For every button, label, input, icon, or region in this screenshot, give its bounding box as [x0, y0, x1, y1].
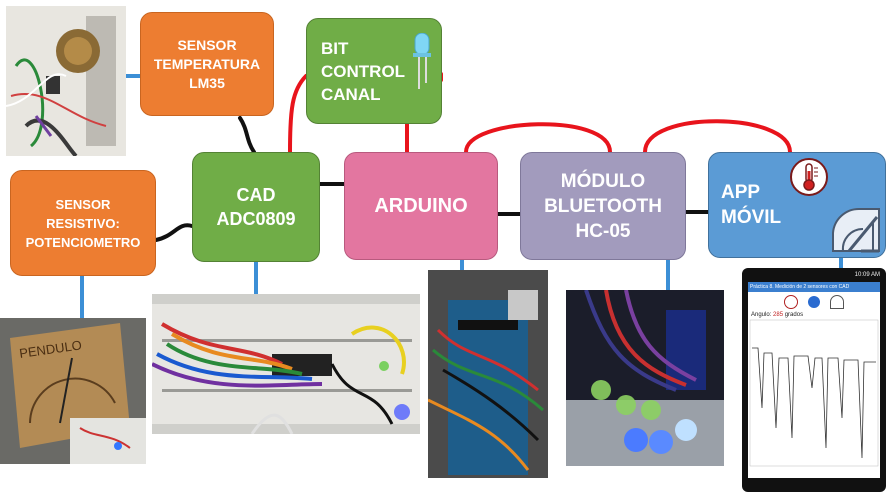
block-line: RESISTIVO: [46, 215, 120, 231]
photo-lm35-breadboard [6, 6, 126, 156]
photo-adc-breadboard [152, 294, 420, 434]
block-line: BIT [321, 38, 349, 58]
block-line: LM35 [189, 74, 225, 91]
wire-res-cad [154, 223, 194, 242]
block-modulo-bluetooth: MÓDULO BLUETOOTH HC-05 [520, 152, 686, 260]
phone-screenshot: 10:09 AM Práctica 8. Medición de 2 senso… [742, 268, 886, 492]
block-cad-adc0809: CAD ADC0809 [192, 152, 320, 262]
protractor-icon[interactable] [830, 295, 844, 309]
angle-readout: Angulo: 285 grados [748, 312, 880, 318]
angle-label: Angulo: [751, 312, 772, 318]
led-icon [413, 33, 431, 89]
wire-bit-cad [288, 74, 308, 154]
block-line: TEMPERATURA [153, 55, 261, 72]
protractor-icon [832, 207, 880, 253]
status-time: 10:09 AM [854, 272, 880, 278]
phone-screen: Práctica 8. Medición de 2 sensores con C… [748, 282, 880, 478]
block-line: CAD [236, 185, 276, 205]
block-app-movil: APP MÓVIL [708, 152, 886, 258]
block-line: MÓDULO [560, 170, 646, 192]
block-line: CONTROL [321, 61, 406, 81]
block-line: MÓVIL [721, 207, 782, 228]
photo-pendulum-potentiometer: PENDULO [0, 318, 146, 464]
photo-bluetooth-leds [566, 290, 724, 466]
phone-status-bar: 10:09 AM [748, 272, 880, 282]
wire-bt-app-red [643, 119, 792, 154]
block-arduino: ARDUINO [344, 152, 498, 260]
photo-arduino-board [428, 270, 548, 478]
block-line: POTENCIOMETRO [25, 234, 141, 250]
thermometer-icon [790, 158, 828, 196]
app-icon-row [748, 292, 880, 312]
block-line: CANAL [321, 84, 381, 104]
block-line: SENSOR [55, 196, 111, 212]
block-sensor-temperatura: SENSOR TEMPERATURA LM35 [140, 12, 274, 116]
angle-plot [749, 319, 879, 467]
block-line: APP [721, 182, 761, 203]
angle-unit: grados [784, 312, 804, 318]
app-title-bar: Práctica 8. Medición de 2 sensores con C… [748, 282, 880, 292]
block-line: HC-05 [575, 220, 631, 242]
block-line: ARDUINO [374, 194, 468, 217]
block-line: ADC0809 [216, 209, 296, 229]
bluetooth-icon[interactable] [808, 296, 820, 308]
block-bit-control-canal: BIT CONTROL CANAL [306, 18, 442, 124]
block-line: BLUETOOTH [544, 195, 662, 217]
angle-value: 285 [773, 312, 784, 318]
block-sensor-resistivo: SENSOR RESISTIVO: POTENCIOMETRO [10, 170, 156, 276]
wire-arduino-bt-red [464, 122, 612, 154]
block-line: SENSOR [177, 36, 237, 53]
wire-temp-cad [238, 116, 256, 154]
thermometer-icon[interactable] [784, 295, 798, 309]
